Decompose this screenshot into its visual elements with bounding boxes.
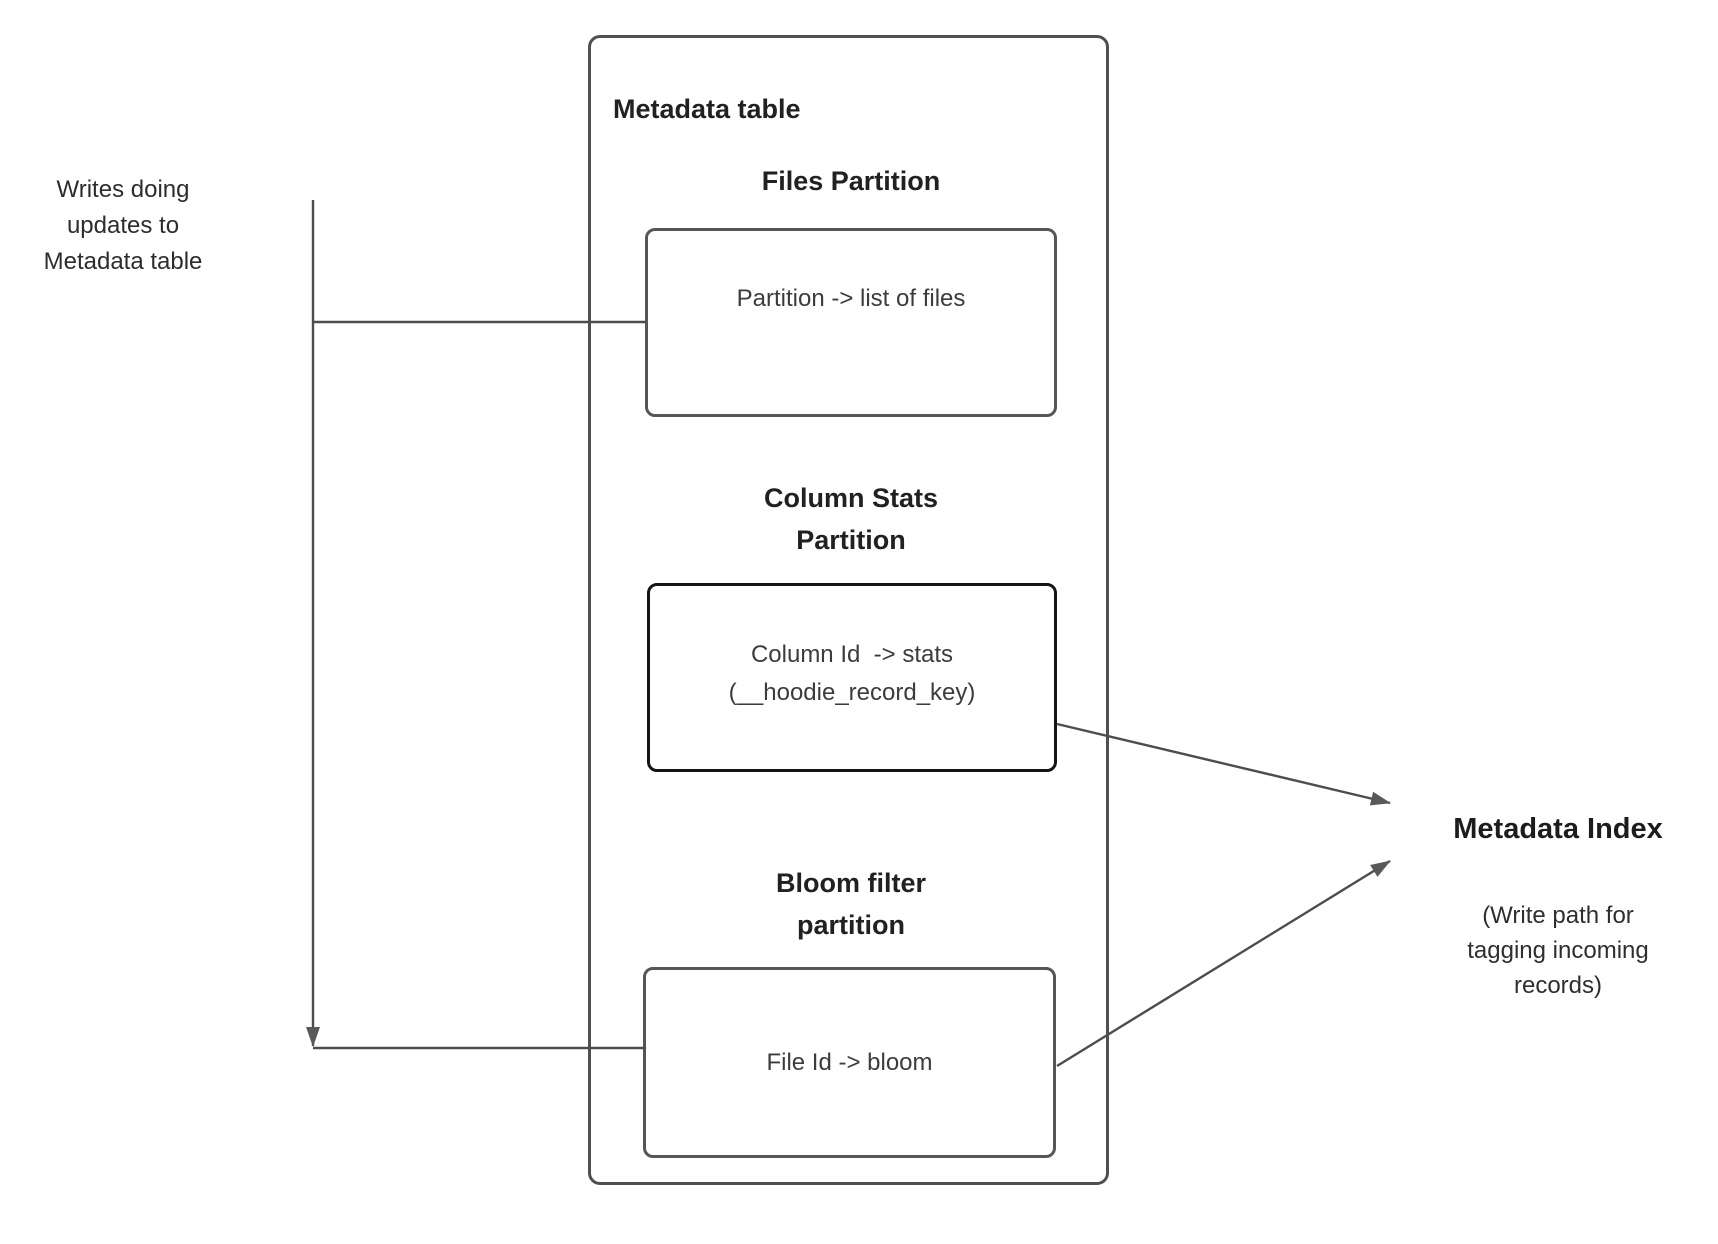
metadata-index-title: Metadata Index [1453, 813, 1663, 845]
files-partition-box [645, 228, 1057, 417]
writes-note: Writes doing updates to Metadata table [43, 176, 203, 275]
column-stats-partition-heading: Column Stats Partition [763, 483, 938, 555]
column-stats-partition-box-label: Column Id -> stats (__hoodie_record_key) [728, 641, 976, 706]
bloom-filter-partition-box-label: File Id -> bloom [766, 1049, 933, 1076]
bloom-filter-partition-heading: Bloom filter partition [775, 868, 926, 940]
metadata-index-subtitle: (Write path for tagging incoming records… [1467, 902, 1649, 999]
files-partition-heading: Files Partition [761, 166, 941, 196]
metadata-table-box [588, 35, 1109, 1185]
files-partition-box-label: Partition -> list of files [736, 285, 966, 312]
metadata-table-title: Metadata table [613, 94, 801, 124]
column-stats-partition-box [647, 583, 1057, 772]
bloom-filter-partition-box [643, 967, 1056, 1158]
